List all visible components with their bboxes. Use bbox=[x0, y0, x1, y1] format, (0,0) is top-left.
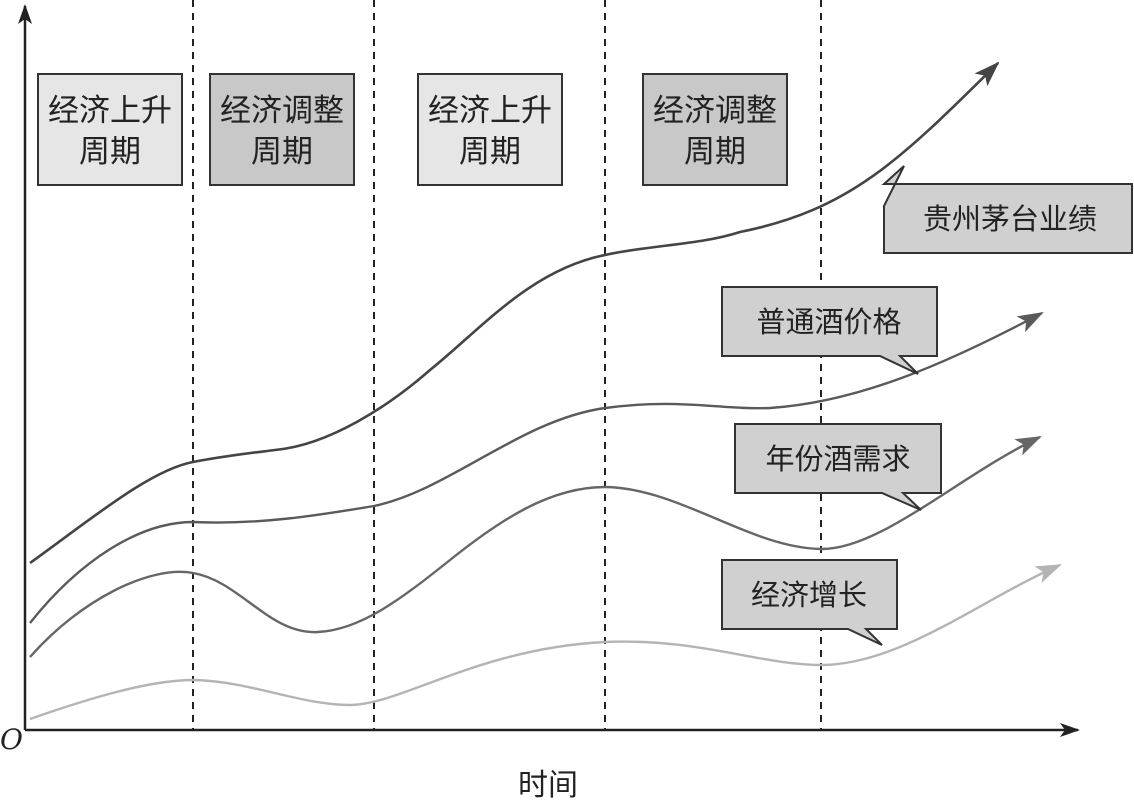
callout-economic-growth: 经济增长 bbox=[721, 559, 898, 646]
vintage-wine-demand-curve bbox=[29, 435, 1042, 658]
period-box-adjustment: 经济调整 周期 bbox=[642, 73, 788, 186]
origin-label: O bbox=[0, 723, 23, 756]
callout-bg bbox=[881, 165, 1133, 254]
period-box-line1: 经济调整 bbox=[653, 93, 777, 129]
callout-label: 普通酒价格 bbox=[756, 305, 901, 339]
x-axis-label: 时间 bbox=[518, 768, 578, 800]
callout-label: 年份酒需求 bbox=[765, 442, 910, 476]
callout-bg bbox=[721, 559, 898, 646]
period-box-bg bbox=[209, 73, 355, 186]
period-dividers bbox=[192, 0, 822, 730]
period-box-line2: 周期 bbox=[684, 134, 746, 170]
period-box-upturn: 经济上升 周期 bbox=[417, 73, 563, 186]
regular-wine-price-curve bbox=[29, 311, 1044, 624]
period-box-adjustment: 经济调整 周期 bbox=[209, 73, 355, 186]
period-box-line2: 周期 bbox=[79, 134, 141, 170]
period-box-line1: 经济上升 bbox=[48, 93, 172, 129]
callout-regular-wine-price: 普通酒价格 bbox=[721, 286, 938, 375]
callout-moutai-performance: 贵州茅台业绩 bbox=[881, 165, 1133, 254]
callout-bg bbox=[721, 286, 938, 375]
period-box-line1: 经济上升 bbox=[428, 93, 552, 129]
period-box-bg bbox=[642, 73, 788, 186]
period-box-line1: 经济调整 bbox=[220, 93, 344, 129]
period-box-upturn: 经济上升 周期 bbox=[37, 73, 183, 186]
callout-label: 经济增长 bbox=[751, 578, 867, 612]
callout-label: 贵州茅台业绩 bbox=[923, 202, 1097, 236]
moutai-performance-curve bbox=[29, 61, 1000, 565]
period-box-bg bbox=[37, 73, 183, 186]
period-box-line2: 周期 bbox=[251, 134, 313, 170]
economic-growth-curve bbox=[29, 563, 1062, 721]
callout-vintage-wine-demand: 年份酒需求 bbox=[734, 423, 942, 511]
period-box-bg bbox=[417, 73, 563, 186]
callout-bg bbox=[734, 423, 942, 511]
period-box-line2: 周期 bbox=[459, 134, 521, 170]
